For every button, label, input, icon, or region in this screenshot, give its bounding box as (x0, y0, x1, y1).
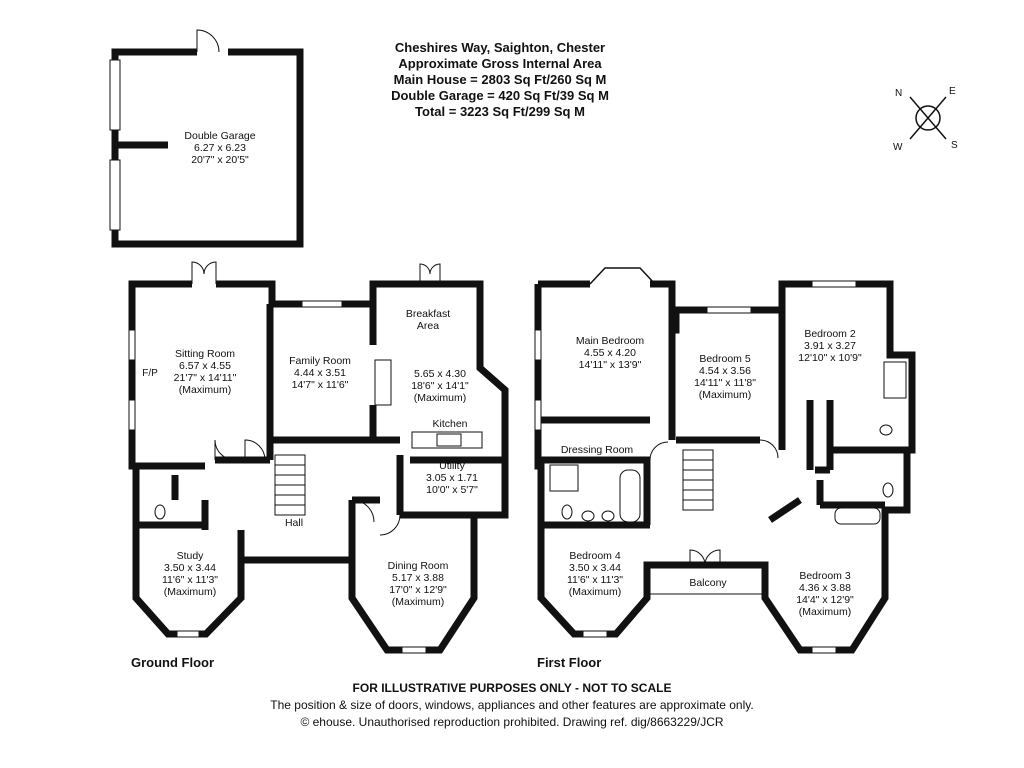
door-arc (191, 261, 205, 284)
room-label-sitting-room: Sitting Room 6.57 x 4.55 21'7" x 14'11" … (173, 348, 237, 396)
room-label-family-room: Family Room 4.44 x 3.51 14'7" x 11'6" (289, 355, 351, 391)
basin (601, 510, 615, 522)
room-label-bedroom-2: Bedroom 2 3.91 x 3.27 12'10" x 10'9" (798, 328, 862, 364)
door-arc (244, 439, 266, 461)
toilet (561, 504, 573, 520)
total-area: Total = 3223 Sq Ft/299 Sq M (415, 104, 585, 119)
kitchen-island (374, 359, 392, 406)
room-label-utility: Utility 3.05 x 1.71 10'0" x 5'7" (426, 460, 478, 496)
garage-area: Double Garage = 420 Sq Ft/39 Sq M (391, 88, 609, 103)
door-arc (203, 261, 217, 284)
balcony-area (646, 567, 766, 595)
window (128, 329, 136, 361)
disclaimer-text: The position & size of doors, windows, a… (270, 698, 754, 712)
door-arc (196, 29, 220, 53)
disclaimer-title: FOR ILLUSTRATIVE PURPOSES ONLY - NOT TO … (352, 681, 672, 695)
door-arc (649, 441, 669, 461)
door-arc (351, 499, 375, 523)
compass-n: N (895, 88, 903, 99)
window (811, 646, 837, 654)
bath (619, 469, 641, 523)
ff-wall (768, 497, 802, 523)
header: Cheshires Way, Saighton, Chester Approxi… (300, 40, 700, 120)
toilet (154, 504, 166, 520)
ground-floor-label: Ground Floor (131, 655, 215, 670)
room-label-bedroom-4: Bedroom 4 3.50 x 3.44 11'6" x 11'3" (Max… (566, 550, 624, 598)
toilet (882, 482, 894, 498)
room-label-balcony: Balcony (689, 577, 727, 589)
door-arc (214, 439, 236, 461)
compass-icon (909, 96, 947, 140)
window (176, 630, 200, 638)
shower (883, 361, 907, 399)
door-arc (759, 439, 779, 459)
copyright-text: © ehouse. Unauthorised reproduction proh… (300, 715, 724, 729)
area-subtitle: Approximate Gross Internal Area (398, 56, 602, 71)
compass-e: E (949, 86, 956, 97)
window (534, 329, 542, 361)
compass-w: W (893, 142, 903, 153)
room-label-bedroom-5: Bedroom 5 4.54 x 3.56 14'11" x 11'8" (Ma… (694, 353, 756, 401)
room-label-kitchen-dims: 5.65 x 4.30 18'6" x 14'1" (Maximum) (411, 368, 469, 404)
door-arc (704, 549, 721, 566)
window (706, 306, 752, 314)
room-label-kitchen: Kitchen (432, 418, 468, 430)
room-label-dressing-room: Dressing Room (560, 444, 634, 456)
garage-door-window (109, 159, 121, 231)
room-label-breakfast-area: Breakfast Area (405, 308, 451, 332)
room-label-study: Study 3.50 x 3.44 11'6" x 11'3" (Maximum… (161, 550, 219, 598)
address-title: Cheshires Way, Saighton, Chester (394, 40, 606, 55)
bay-window (589, 267, 656, 285)
window (811, 280, 857, 288)
basin (879, 424, 893, 436)
shower (549, 464, 579, 492)
basin (581, 510, 595, 522)
garage-wall (111, 48, 304, 248)
window (534, 399, 542, 431)
compass-s: S (951, 140, 958, 151)
hob (436, 433, 462, 447)
fireplace-label: F/P (142, 368, 158, 379)
room-label-dining-room: Dining Room 5.17 x 3.88 17'0" x 12'9" (M… (387, 560, 449, 608)
room-label-hall: Hall (284, 517, 304, 529)
window (128, 399, 136, 431)
room-label-double-garage: Double Garage 6.27 x 6.23 20'7" x 20'5" (184, 130, 256, 166)
garage-door-window (109, 59, 121, 131)
bath (834, 507, 881, 525)
first-floor-label: First Floor (537, 655, 602, 670)
room-label-main-bedroom: Main Bedroom 4.55 x 4.20 14'11" x 13'9" (575, 335, 645, 371)
window (582, 630, 608, 638)
door-arc (429, 263, 441, 284)
main-house-area: Main House = 2803 Sq Ft/260 Sq M (393, 72, 607, 87)
room-label-bedroom-3: Bedroom 3 4.36 x 3.88 14'4" x 12'9" (Max… (796, 570, 854, 618)
window (401, 646, 427, 654)
door-arc (379, 514, 401, 536)
window (301, 300, 343, 308)
footer: FOR ILLUSTRATIVE PURPOSES ONLY - NOT TO … (0, 680, 1024, 731)
